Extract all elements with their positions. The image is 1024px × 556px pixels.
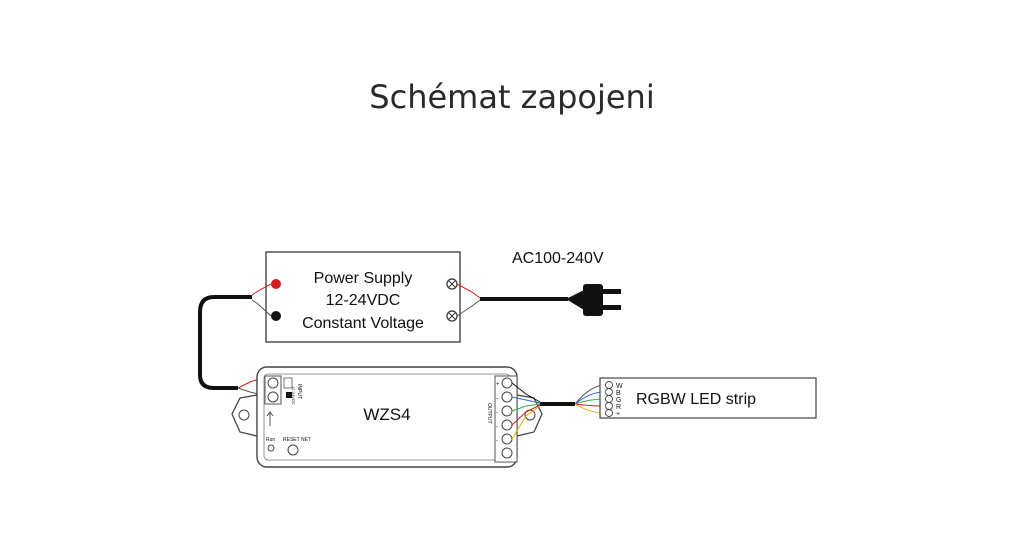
psu-line-1: Power Supply bbox=[314, 270, 413, 287]
strip-pad-b-icon bbox=[605, 388, 613, 396]
antenna-icon bbox=[266, 411, 274, 426]
input-label: INPUT bbox=[296, 384, 302, 399]
input-terminal-negative-icon bbox=[267, 391, 279, 403]
psu-line-3: Constant Voltage bbox=[302, 315, 424, 332]
output-terminal-5-icon bbox=[501, 433, 513, 445]
strip-pin-w: W bbox=[616, 383, 623, 390]
output-mark-5: - bbox=[496, 438, 498, 444]
input-spec-label: 12-24VDC bbox=[291, 386, 296, 405]
output-terminal-3-icon bbox=[501, 405, 513, 417]
power-supply: Power Supply 12-24VDC Constant Voltage bbox=[265, 251, 461, 343]
plug-icon bbox=[583, 284, 603, 316]
led-strip-body bbox=[599, 377, 817, 419]
negative-terminal-icon bbox=[271, 311, 281, 321]
strip-pin-b: B bbox=[616, 390, 621, 397]
led-strip-label: RGBW LED strip bbox=[636, 391, 756, 408]
strip-pad-g-icon bbox=[605, 395, 613, 403]
output-terminal-1-icon bbox=[501, 377, 513, 389]
led-strip: W B G R + RGBW LED strip bbox=[599, 377, 817, 419]
diagram-title: Schémat zapojeni bbox=[369, 78, 655, 116]
strip-pad-r-icon bbox=[605, 402, 613, 410]
reset-label: RESET NET bbox=[283, 437, 311, 443]
output-label: OUTPUT bbox=[486, 403, 492, 424]
reset-button[interactable] bbox=[287, 444, 299, 456]
run-label: Run bbox=[266, 437, 275, 443]
strip-pad-plus-icon bbox=[605, 409, 613, 417]
plug-strain-relief bbox=[566, 290, 584, 310]
run-led-icon bbox=[267, 444, 275, 452]
controller-name: WZS4 bbox=[363, 405, 410, 424]
positive-terminal-icon bbox=[271, 279, 281, 289]
controller: INPUT 12-24VDC Run RESET NET WZS4 + - - … bbox=[231, 366, 543, 468]
output-terminal-2-icon bbox=[501, 391, 513, 403]
strip-pin-r: R bbox=[616, 404, 621, 411]
ac-voltage-label: AC100-240V bbox=[512, 250, 604, 267]
input-terminal-positive-icon bbox=[267, 377, 279, 389]
strip-pin-plus: + bbox=[616, 411, 620, 418]
strip-pin-g: G bbox=[616, 397, 621, 404]
output-mark-1: + bbox=[496, 382, 500, 388]
power-supply-box bbox=[265, 251, 461, 343]
strip-pad-w-icon bbox=[605, 381, 613, 389]
output-mark-2: - bbox=[496, 396, 498, 402]
ac-cable: AC100-240V bbox=[456, 250, 621, 317]
output-mark-3: - bbox=[496, 410, 498, 416]
psu-line-2: 12-24VDC bbox=[326, 292, 401, 309]
output-terminal-4-icon bbox=[501, 419, 513, 431]
output-mark-4: - bbox=[496, 424, 498, 430]
